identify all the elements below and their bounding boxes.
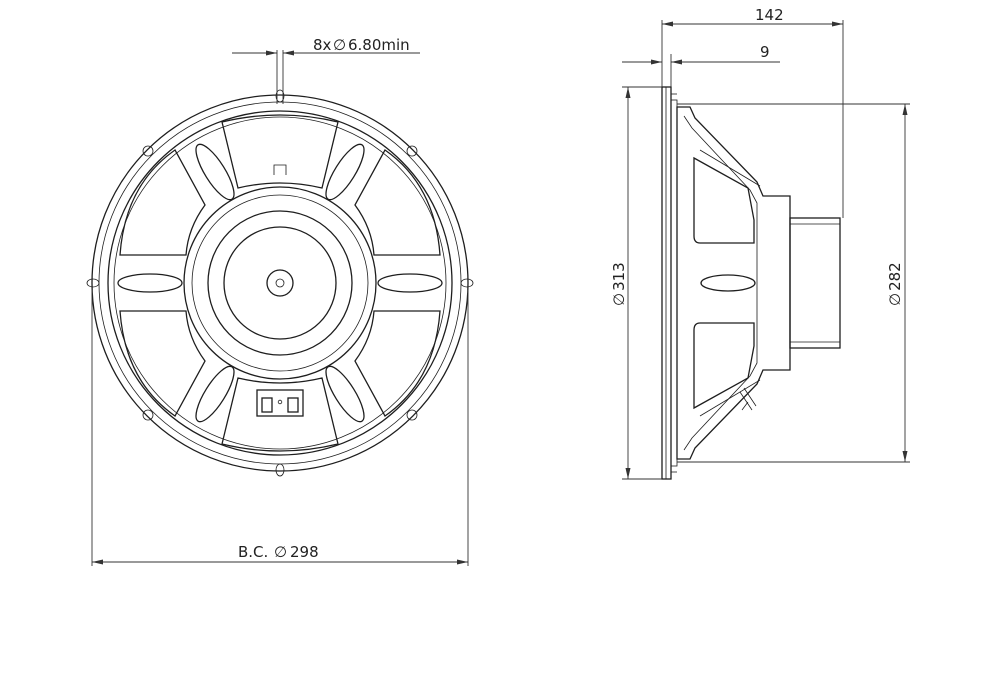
basket-side-rib — [699, 379, 761, 417]
diameter-symbol: ∅ — [886, 293, 904, 306]
mounting-holes — [86, 89, 474, 477]
mounting-hole-dimension: 8x ∅ 6.80min — [232, 36, 420, 104]
basket-profile — [676, 106, 791, 460]
spoke-oval — [377, 273, 443, 293]
mounting-hole — [460, 278, 474, 288]
mounting-hole — [406, 409, 418, 421]
surround — [191, 194, 369, 372]
mounting-hole — [275, 463, 285, 477]
outer-diameter-dimension: ∅ 313 — [610, 86, 662, 480]
mounting-hole — [275, 89, 285, 103]
mounting-hole — [406, 145, 418, 157]
basket-window-top — [221, 114, 339, 189]
cone-outer-edge — [183, 186, 377, 380]
lead-tab — [273, 164, 287, 175]
spoke-oval — [325, 365, 365, 423]
terminal-side — [739, 387, 757, 411]
bolt-circle-dimension: B.C. ∅ 298 — [91, 290, 469, 566]
diameter-symbol: ∅ — [274, 543, 287, 561]
mounting-hole — [86, 278, 100, 288]
spoke-oval — [195, 143, 235, 201]
outer-diameter-value: 313 — [610, 262, 628, 291]
front-view: 8x ∅ 6.80min B.C. ∅ 298 — [86, 36, 474, 566]
outer-diameter-label: ∅ 313 — [610, 262, 628, 306]
basket-window-bottom — [221, 377, 339, 452]
mounting-flange — [661, 86, 672, 480]
terminal-positive — [287, 397, 299, 413]
frame-flange-inner — [107, 110, 453, 456]
pole-vent — [275, 278, 285, 288]
flange-thickness-value: 9 — [760, 43, 770, 61]
bolt-circle-prefix: B.C. — [238, 543, 268, 561]
spoke-oval — [117, 273, 183, 293]
basket-side-rib — [699, 149, 761, 187]
flange-thickness-dimension: 9 — [622, 43, 780, 87]
spoke-oval — [195, 365, 235, 423]
basket-window-upper-right — [354, 149, 441, 256]
basket-window-upper-left — [119, 149, 206, 256]
frame-flange-ring — [98, 101, 462, 465]
basket-window-lower-left — [119, 310, 206, 417]
cone-inner — [207, 210, 353, 356]
terminal-negative — [261, 397, 273, 413]
mounting-holes-diameter: 6.80min — [348, 36, 410, 54]
bolt-circle-diameter: 298 — [290, 543, 319, 561]
cutout-diameter-dimension: ∅ 282 — [677, 103, 910, 463]
basket-inner-profile — [683, 115, 758, 451]
spoke-oval — [325, 143, 365, 201]
frame-outer-ring — [91, 94, 469, 472]
basket-rim — [113, 116, 447, 450]
overall-depth-dimension: 142 — [661, 6, 844, 218]
overall-depth-value: 142 — [755, 6, 784, 24]
cutout-diameter-value: 282 — [886, 262, 904, 291]
pole-piece — [266, 269, 294, 297]
terminal-marker — [277, 399, 283, 405]
gasket — [670, 99, 678, 467]
mounting-hole — [142, 409, 154, 421]
side-view: 142 9 ∅ 313 — [610, 6, 910, 480]
dust-cap — [223, 226, 337, 340]
mounting-holes-label: 8x — [313, 36, 332, 54]
diameter-symbol: ∅ — [333, 36, 346, 54]
basket-window-lower-right — [354, 310, 441, 417]
basket-side-window — [693, 322, 755, 410]
mounting-hole — [142, 145, 154, 157]
diameter-symbol: ∅ — [610, 293, 628, 306]
basket-side-window — [693, 156, 755, 244]
terminal-housing — [256, 389, 304, 417]
terminal-block — [256, 389, 304, 417]
magnet-back-plate — [789, 217, 841, 349]
cutout-diameter-label: ∅ 282 — [886, 262, 904, 306]
basket-windows — [119, 114, 441, 452]
basket-side-oval — [700, 274, 756, 292]
